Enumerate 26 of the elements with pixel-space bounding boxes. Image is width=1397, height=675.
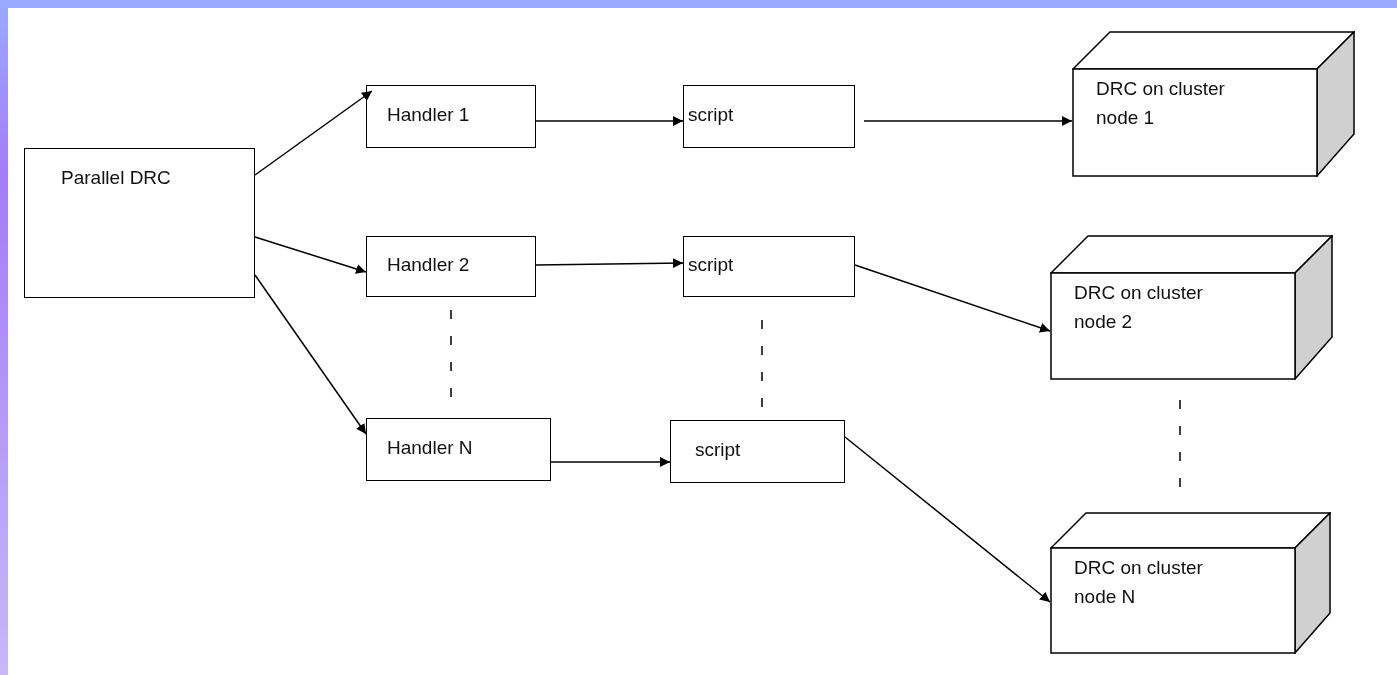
node-label: script bbox=[688, 103, 735, 127]
process-box bbox=[683, 236, 855, 297]
arrow bbox=[550, 457, 671, 467]
node-label: Handler N bbox=[387, 436, 474, 460]
process-box bbox=[366, 236, 536, 297]
arrow bbox=[863, 116, 1073, 126]
node-label: DRC on cluster node 1 bbox=[1096, 77, 1226, 131]
process-box bbox=[366, 418, 551, 481]
process-box bbox=[683, 85, 855, 148]
arrow bbox=[254, 274, 367, 435]
node-label: script bbox=[695, 438, 742, 462]
node-label: DRC on cluster node N bbox=[1074, 556, 1204, 610]
process-box bbox=[670, 420, 845, 483]
arrow bbox=[254, 236, 367, 274]
arrow bbox=[844, 436, 1051, 603]
node-label: DRC on cluster node 2 bbox=[1074, 281, 1204, 335]
arrow bbox=[535, 258, 684, 269]
arrow bbox=[854, 264, 1051, 333]
arrow bbox=[535, 116, 684, 126]
node-label: Handler 1 bbox=[387, 103, 471, 127]
arrow bbox=[254, 90, 373, 176]
process-box bbox=[24, 148, 255, 298]
process-box bbox=[366, 85, 536, 148]
node-label: script bbox=[688, 253, 735, 277]
node-label: Handler 2 bbox=[387, 253, 471, 277]
node-label: Parallel DRC bbox=[61, 166, 172, 190]
